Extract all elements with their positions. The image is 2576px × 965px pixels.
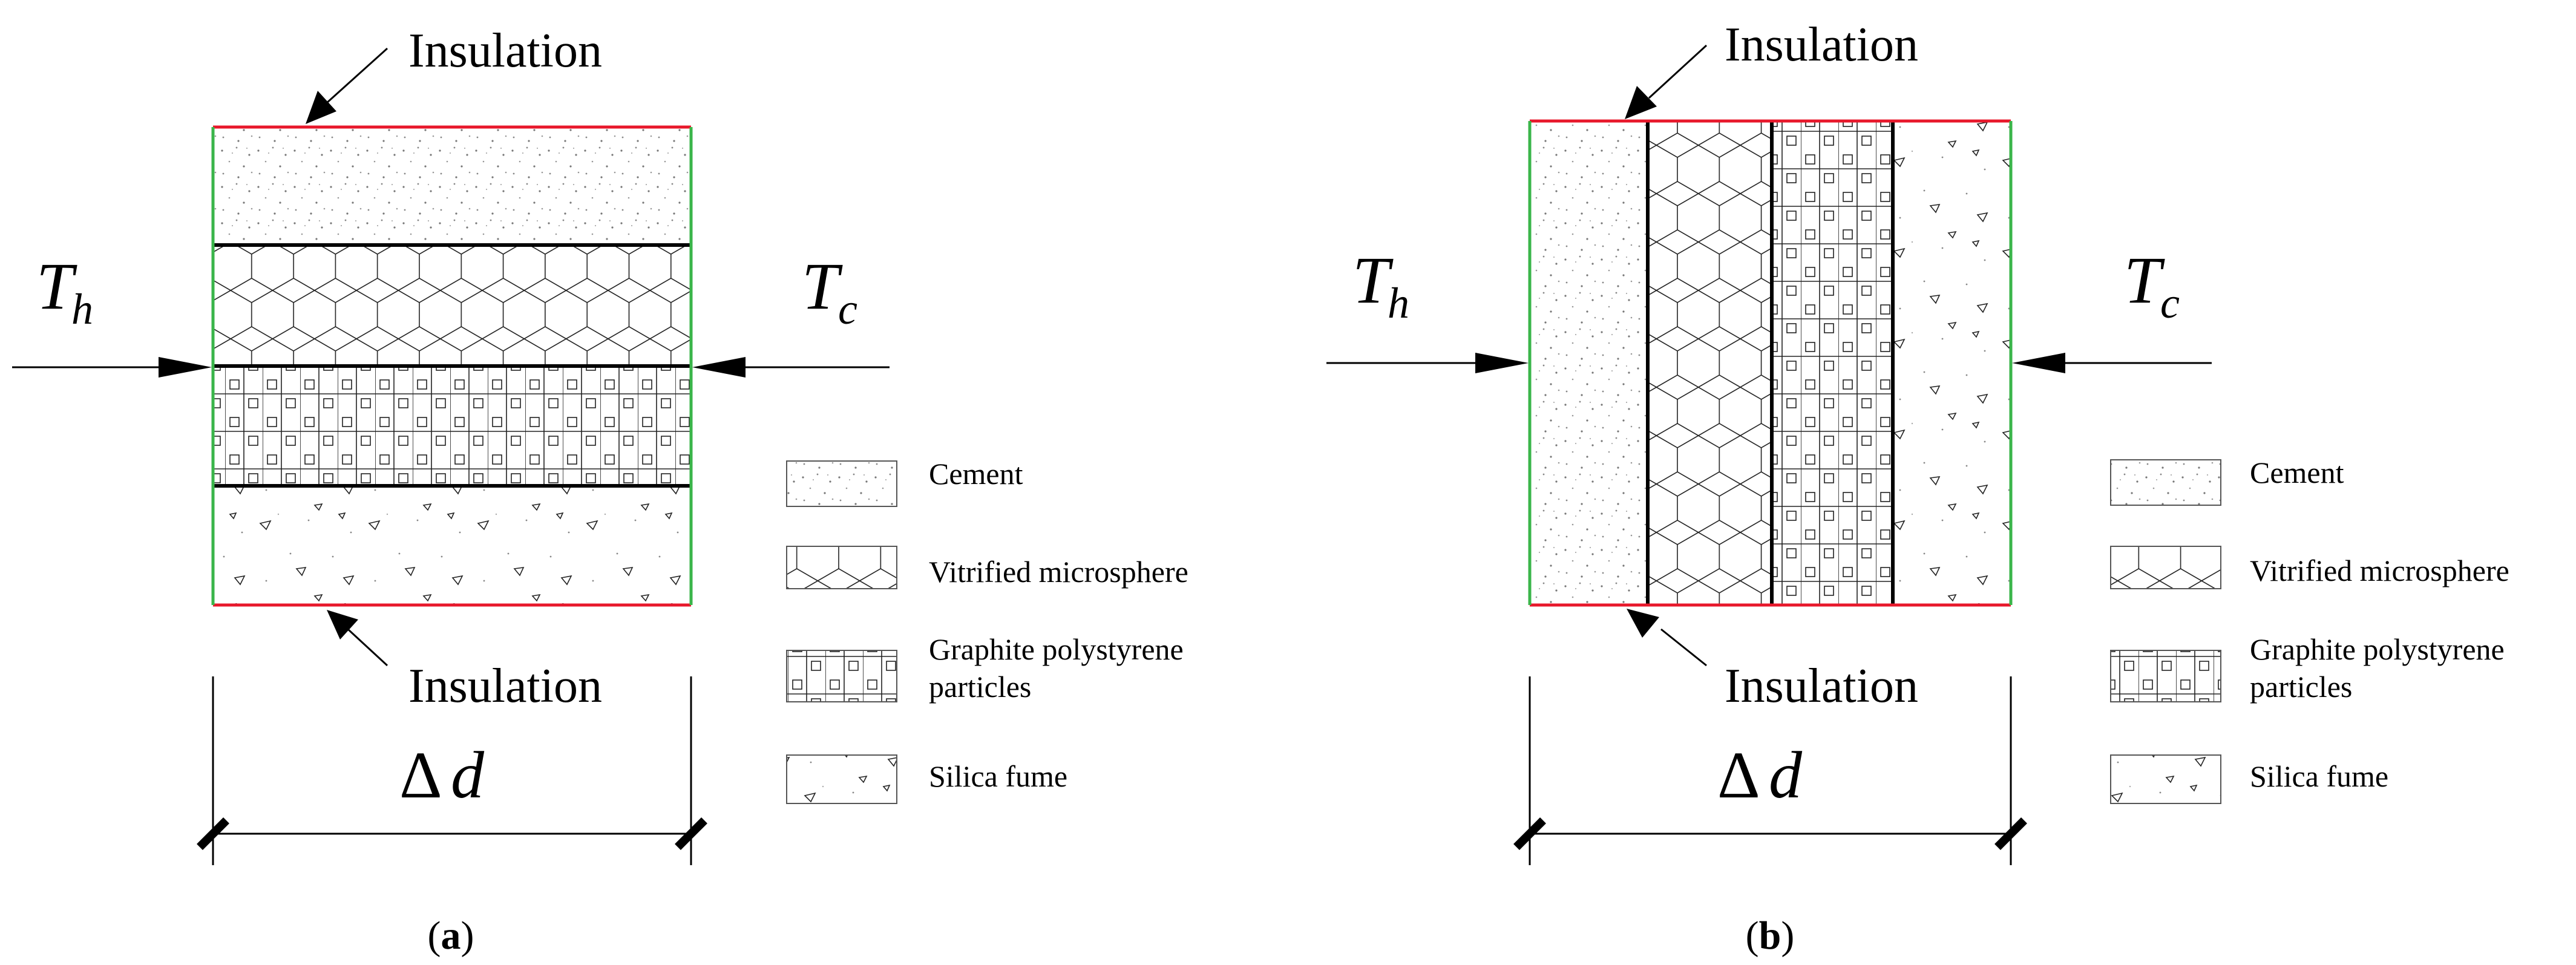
cold-temperature-symbol: T	[2124, 243, 2165, 317]
cement-layer	[213, 127, 691, 245]
hot-temperature-subscript: h	[71, 285, 93, 333]
graphite-polystyrene-layer	[1772, 121, 1893, 605]
hot-temperature-subscript: h	[1388, 279, 1409, 327]
legend-swatch-graphite-polystyrene	[2110, 650, 2221, 702]
silica-fume-layer	[1893, 121, 2011, 605]
insulation-top-arrow-line	[326, 47, 388, 104]
legend-swatch-silica-fume	[786, 754, 897, 804]
legend-label-graphite-polystyrene: Graphite polystyrene	[2250, 632, 2505, 666]
silica-fume-layer	[213, 486, 691, 605]
insulation-bottom-arrowhead	[327, 610, 358, 640]
legend-label-cement: Cement	[2250, 456, 2344, 489]
caption-b: (b)	[1746, 914, 1795, 958]
insulation-bottom-label: Insulation	[1725, 659, 1918, 713]
hot-temperature-symbol: T	[36, 249, 77, 323]
insulation-top-arrowhead	[1625, 86, 1657, 119]
panel-b: Insulation Insulation T h T c Δ d (b)	[1326, 18, 2212, 958]
legend-swatch-cement	[786, 460, 897, 507]
thickness-delta-symbol: Δ	[1717, 738, 1760, 812]
cold-temperature-symbol: T	[802, 249, 843, 323]
insulation-top-label: Insulation	[1725, 18, 1918, 71]
insulation-bottom-arrow-line	[347, 628, 388, 667]
dimension-tick-right	[675, 817, 707, 850]
insulation-top-arrow-line	[1648, 44, 1708, 99]
legend-label-graphite-polystyrene-line2: particles	[929, 670, 1031, 704]
legend-label-graphite-polystyrene: Graphite polystyrene	[929, 632, 1184, 666]
heat-flow-cold-arrowhead	[2012, 353, 2065, 373]
legend-b: Cement Vitrified microsphere Graphite po…	[2110, 456, 2509, 804]
legend-label-silica-fume: Silica fume	[929, 759, 1067, 793]
dimension-tick-right	[1994, 817, 2027, 850]
hot-temperature-symbol: T	[1352, 243, 1394, 317]
insulation-top-label: Insulation	[408, 24, 602, 77]
graphite-polystyrene-layer	[213, 366, 691, 486]
legend-label-silica-fume: Silica fume	[2250, 759, 2388, 793]
thickness-variable: d	[451, 738, 485, 812]
panel-a: Insulation Insulation T h T c Δ d (a)	[12, 24, 890, 958]
legend-swatch-cement	[2110, 459, 2221, 506]
legend-swatch-graphite-polystyrene	[786, 650, 897, 702]
legend-swatch-vitrified-microsphere	[786, 546, 897, 589]
legend-label-vitrified-microsphere: Vitrified microsphere	[929, 555, 1188, 589]
caption-a: (a)	[428, 914, 474, 958]
thickness-variable: d	[1769, 738, 1803, 812]
legend-a: Cement Vitrified microsphere Graphite po…	[786, 457, 1188, 804]
legend-label-cement: Cement	[929, 457, 1023, 491]
vitrified-microsphere-layer	[1648, 121, 1772, 605]
dimension-tick-left	[1513, 817, 1546, 850]
thickness-delta-symbol: Δ	[399, 738, 442, 812]
heat-flow-cold-arrowhead	[692, 357, 746, 378]
cold-temperature-subscript: c	[2160, 279, 2180, 327]
legend-label-graphite-polystyrene-line2: particles	[2250, 670, 2352, 704]
cement-layer	[1530, 121, 1648, 605]
legend-label-vitrified-microsphere: Vitrified microsphere	[2250, 554, 2509, 587]
heat-flow-hot-arrowhead	[1475, 353, 1529, 373]
insulation-top-arrowhead	[306, 91, 336, 124]
cold-temperature-subscript: c	[838, 285, 857, 333]
heat-flow-hot-arrowhead	[159, 357, 212, 378]
insulation-bottom-arrowhead	[1627, 609, 1659, 638]
insulation-bottom-label: Insulation	[408, 659, 602, 713]
insulation-bottom-arrow-line	[1660, 628, 1707, 667]
dimension-tick-left	[197, 817, 229, 850]
vitrified-microsphere-layer	[213, 245, 691, 366]
legend-swatch-vitrified-microsphere	[2110, 546, 2221, 589]
legend-swatch-silica-fume	[2110, 754, 2221, 804]
